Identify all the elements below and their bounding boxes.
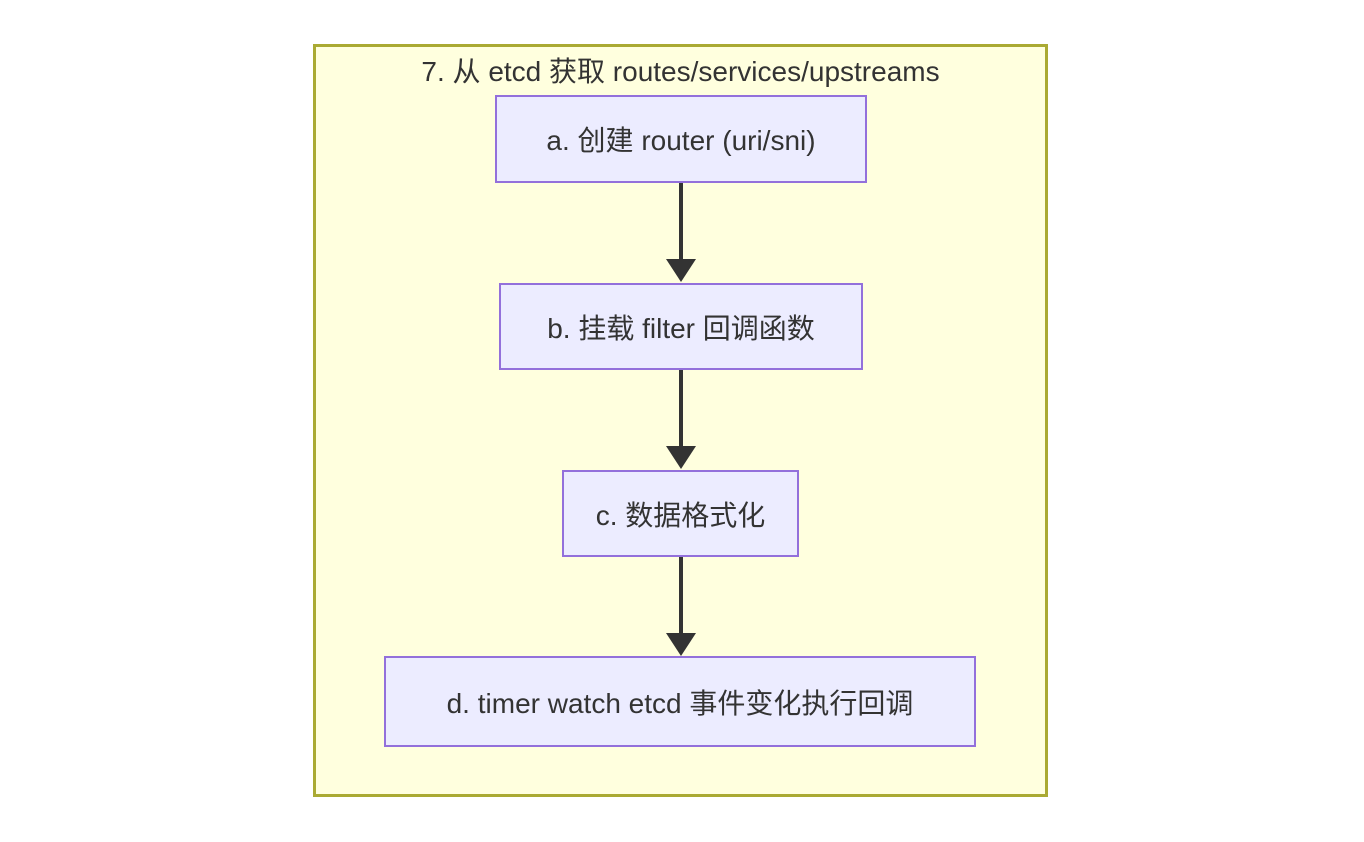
edge-b-to-c-line [679, 370, 683, 448]
flow-node-c: c. 数据格式化 [562, 470, 799, 557]
edge-b-to-c-arrowhead-icon [666, 446, 696, 469]
flow-node-d-label: d. timer watch etcd 事件变化执行回调 [446, 687, 914, 719]
flow-node-c-label: c. 数据格式化 [595, 499, 766, 531]
flow-node-b-label: b. 挂载 filter 回调函数 [547, 312, 815, 344]
flow-node-a-label: a. 创建 router (uri/sni) [546, 125, 816, 156]
flow-node-d: d. timer watch etcd 事件变化执行回调 [384, 656, 976, 747]
flow-node-a: a. 创建 router (uri/sni) [495, 95, 867, 183]
edge-a-to-b-line [679, 183, 683, 261]
cluster-title: 7. 从 etcd 获取 routes/services/upstreams [421, 56, 940, 87]
edge-a-to-b-arrowhead-icon [666, 259, 696, 282]
edge-c-to-d-arrowhead-icon [666, 633, 696, 656]
flow-node-b: b. 挂载 filter 回调函数 [499, 283, 863, 370]
edge-c-to-d-line [679, 557, 683, 636]
